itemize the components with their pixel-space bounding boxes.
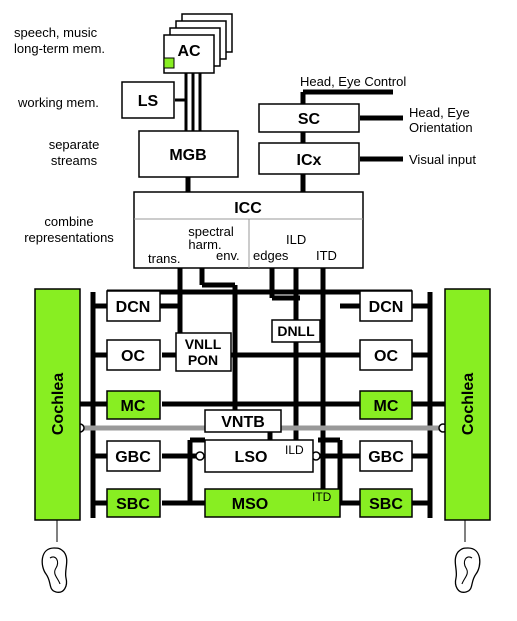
ac-label: AC [177, 43, 201, 60]
left-descriptions: speech, music long-term mem. working mem… [14, 25, 114, 245]
icc-desc-line1: combine [44, 214, 93, 229]
icc-env: env. [216, 248, 240, 263]
svg-text:OC: OC [374, 348, 398, 365]
right-oc: OC [359, 339, 413, 371]
mgb-desc-line1: separate [49, 137, 100, 152]
orientation-line1: Head, Eye [409, 105, 470, 120]
sc-label: SC [298, 111, 321, 128]
svg-text:LSO: LSO [235, 449, 268, 466]
right-dcn: DCN [359, 290, 413, 322]
icc-harm: harm. [188, 237, 221, 252]
icc-spectral: spectral [188, 224, 234, 239]
icc-ild: ILD [286, 232, 306, 247]
ac-desc-line1: speech, music [14, 25, 98, 40]
dnll-node: DNLL [271, 319, 321, 343]
svg-text:VNTB: VNTB [221, 414, 265, 431]
svg-text:DNLL: DNLL [277, 323, 315, 339]
left-ear-icon [41, 520, 68, 593]
mgb-node: MGB [138, 130, 239, 178]
lso-ild-label: ILD [285, 443, 304, 457]
ls-label: LS [138, 93, 159, 110]
right-mc: MC [359, 390, 413, 420]
mgb-desc-line2: streams [51, 153, 98, 168]
vntb-node: VNTB [204, 409, 282, 433]
head-eye-control: Head, Eye Control [300, 74, 406, 89]
orientation-line2: Orientation [409, 120, 473, 135]
left-sbc: SBC [106, 488, 161, 518]
left-dcn: DCN [106, 290, 161, 322]
ac-node: AC [163, 13, 233, 74]
svg-text:GBC: GBC [115, 449, 151, 466]
svg-text:MSO: MSO [232, 496, 268, 513]
ls-desc: working mem. [17, 95, 99, 110]
left-cochlea-label: Cochlea [50, 373, 67, 435]
mso-node: MSO ITD [204, 488, 341, 518]
svg-text:SBC: SBC [369, 496, 403, 513]
svg-text:SBC: SBC [116, 496, 150, 513]
icc-label: ICC [234, 200, 262, 217]
sc-node: SC [258, 103, 360, 133]
vnll-pon-node: VNLL PON [175, 332, 232, 372]
right-ear-icon [454, 520, 481, 593]
icc-edges: edges [253, 248, 289, 263]
mgb-label: MGB [169, 147, 206, 164]
icc-desc-line2: representations [24, 230, 114, 245]
left-mc: MC [106, 390, 161, 420]
icc-trans: trans. [148, 251, 181, 266]
svg-text:DCN: DCN [116, 299, 151, 316]
icc-node: ICC spectral harm. trans. env. ILD edges… [133, 191, 364, 269]
right-cochlea: Cochlea [444, 288, 491, 521]
lso-node: LSO ILD [204, 439, 314, 473]
svg-text:MC: MC [121, 398, 146, 415]
svg-text:PON: PON [188, 352, 218, 368]
right-cochlea-label: Cochlea [460, 373, 477, 435]
icc-itd: ITD [316, 248, 337, 263]
svg-text:DCN: DCN [369, 299, 404, 316]
ls-node: LS [121, 81, 175, 119]
right-sbc: SBC [359, 488, 413, 518]
lso-left-inhibitory-terminal [195, 451, 205, 461]
left-gbc: GBC [106, 440, 161, 472]
svg-text:OC: OC [121, 348, 145, 365]
icx-label: ICx [297, 152, 322, 169]
icx-node: ICx [258, 142, 360, 175]
left-cochlea: Cochlea [34, 288, 81, 521]
svg-text:MC: MC [374, 398, 399, 415]
ac-desc-line2: long-term mem. [14, 41, 105, 56]
right-gbc: GBC [359, 440, 413, 472]
left-oc: OC [106, 339, 161, 371]
svg-text:VNLL: VNLL [185, 336, 222, 352]
svg-text:GBC: GBC [368, 449, 404, 466]
right-descriptions: Head, Eye Control Head, Eye Orientation … [300, 74, 476, 167]
mso-itd-label: ITD [312, 490, 332, 504]
visual-input: Visual input [409, 152, 476, 167]
